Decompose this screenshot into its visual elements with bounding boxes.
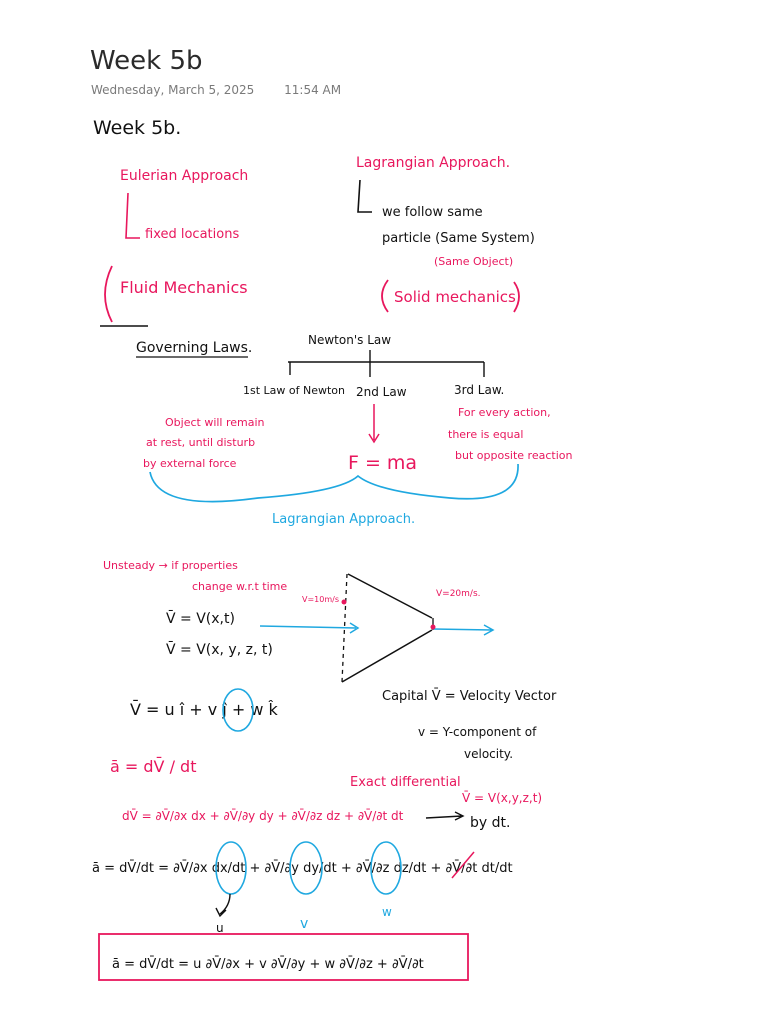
first-law-desc-3: by external force <box>143 457 237 470</box>
first-law: 1st Law of Newton <box>243 384 345 397</box>
final-box <box>98 933 469 981</box>
u-arrow <box>215 893 231 918</box>
solid-paren-left <box>381 279 389 313</box>
by-dt: by dt. <box>470 815 510 831</box>
flow-arrow-in <box>259 625 357 629</box>
velocity-vector: V̄ = u î + v ĵ + w k̂ <box>130 700 279 719</box>
third-law-desc-2: there is equal <box>448 428 523 441</box>
a-eq: ā = dV̄ / dt <box>110 757 196 776</box>
unsteady-label-2: change w.r.t time <box>192 580 287 593</box>
a-full: ā = dV̄/dt = ∂V̄/∂x dx/dt + ∂V̄/∂y dy/dt… <box>92 861 513 876</box>
page-time: 11:54 AM <box>284 83 342 97</box>
lagrangian-arrow <box>357 179 372 213</box>
second-law-arrow <box>368 404 380 444</box>
unsteady-label: Unsteady → if properties <box>103 559 238 572</box>
third-law-desc-1: For every action, <box>458 406 551 419</box>
solid-mechanics-label: Solid mechanics <box>394 288 516 306</box>
fixed-locations-label: fixed locations <box>145 227 239 242</box>
eulerian-arrow <box>125 192 140 239</box>
first-law-desc-2: at rest, until disturb <box>146 436 255 449</box>
v-eq-2: V̄ = V(x, y, z, t) <box>166 640 273 658</box>
divide-arrow <box>425 811 465 821</box>
nozzle-walls <box>341 573 433 683</box>
v-xyzt: V̄ = V(x,y,z,t) <box>462 791 542 805</box>
dt-cancel <box>451 851 475 879</box>
notes-heading: Week 5b. <box>93 117 181 139</box>
exact-differential: Exact differential <box>350 775 461 790</box>
v-label: v <box>300 916 308 932</box>
lagrangian-approach-blue: Lagrangian Approach. <box>272 512 415 527</box>
third-law: 3rd Law. <box>454 383 504 397</box>
outlet-point <box>430 624 436 630</box>
lagrangian-label: Lagrangian Approach. <box>356 155 510 171</box>
fma: F = ma <box>348 452 417 474</box>
v-10: V=10m/s <box>302 595 339 604</box>
inlet-point <box>341 599 347 605</box>
follow-particle-2: particle (Same System) <box>382 231 535 246</box>
dy-dt-circle <box>289 841 323 895</box>
solid-paren-right <box>513 281 520 313</box>
page-title[interactable]: Week 5b <box>90 46 203 76</box>
newtons-law: Newton's Law <box>308 333 391 347</box>
page-meta: Wednesday, March 5, 2025 11:54 AM <box>91 83 367 97</box>
nozzle-inlet <box>341 573 348 683</box>
law-tree <box>288 350 485 377</box>
governing-laws: Governing Laws. <box>136 340 252 356</box>
third-law-desc-3: but opposite reaction <box>455 449 572 462</box>
v-eq-1: V̄ = V(x,t) <box>166 609 235 627</box>
a-final: ā = dV̄/dt = u ∂V̄/∂x + v ∂V̄/∂y + w ∂V̄… <box>112 957 424 972</box>
page-date: Wednesday, March 5, 2025 <box>91 83 255 97</box>
dv-eq: dV̄ = ∂V̄/∂x dx + ∂V̄/∂y dy + ∂V̄/∂z dz … <box>122 809 404 823</box>
flow-arrowhead-in <box>349 622 360 634</box>
capital-v: Capital V̄ = Velocity Vector <box>382 689 557 704</box>
flow-arrow-out <box>432 624 495 636</box>
velocity: velocity. <box>464 747 513 761</box>
v-component-circle <box>222 688 254 732</box>
eulerian-label: Eulerian Approach <box>120 168 248 184</box>
fluid-mechanics-label: Fluid Mechanics <box>120 278 248 297</box>
dz-dt-circle <box>370 841 402 895</box>
same-object: (Same Object) <box>434 255 513 268</box>
follow-particle-1: we follow same <box>382 205 483 220</box>
v-20: V=20m/s. <box>436 589 481 599</box>
u-label: u <box>216 921 224 935</box>
v-component: v = Y-component of <box>418 725 537 739</box>
w-label: w <box>382 905 392 919</box>
first-law-desc-1: Object will remain <box>165 416 265 429</box>
second-law: 2nd Law <box>356 385 407 399</box>
dx-dt-circle <box>215 841 247 895</box>
fluid-paren <box>104 265 113 323</box>
lagrangian-brace <box>149 463 519 503</box>
